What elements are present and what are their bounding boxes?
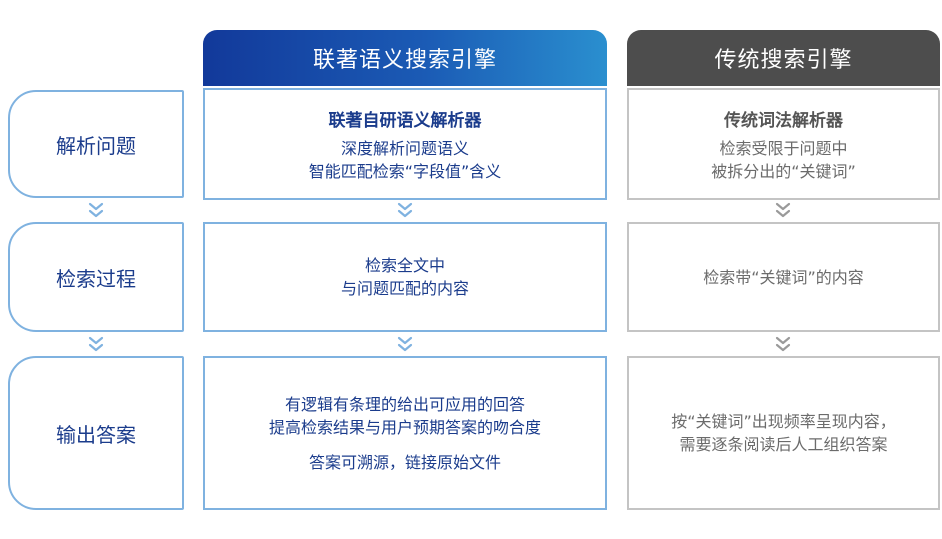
step-output-answer: 输出答案 [8, 356, 184, 510]
lianzhu-parse-line: 智能匹配检索“字段值”含义 [308, 161, 502, 181]
lianzhu-parse-title: 联著自研语义解析器 [328, 110, 482, 131]
traditional-engine-header: 传统搜索引擎 [627, 30, 940, 86]
chevron-down-icon [88, 202, 104, 218]
traditional-search-line: 检索带“关键词”的内容 [703, 267, 864, 287]
traditional-search-box: 检索带“关键词”的内容 [627, 222, 940, 332]
traditional-parse-title: 传统词法解析器 [724, 110, 843, 131]
step-search-process: 检索过程 [8, 222, 184, 332]
lianzhu-search-line: 与问题匹配的内容 [340, 279, 469, 298]
traditional-parse-line: 检索受限于问题中 [719, 138, 848, 158]
traditional-output-box: 按“关键词”出现频率呈现内容， 需要逐条阅读后人工组织答案 [627, 356, 940, 510]
traditional-parse-box: 传统词法解析器 检索受限于问题中 被拆分出的“关键词” [627, 88, 940, 200]
lianzhu-output-line: 有逻辑有条理的给出可应用的回答 [284, 394, 525, 414]
traditional-output-line: 需要逐条阅读后人工组织答案 [679, 435, 888, 454]
lianzhu-output-box: 有逻辑有条理的给出可应用的回答 提高检索结果与用户预期答案的吻合度 答案可溯源，… [203, 356, 607, 510]
step-search-process-label: 检索过程 [56, 266, 136, 291]
lianzhu-parse-box: 联著自研语义解析器 深度解析问题语义 智能匹配检索“字段值”含义 [203, 88, 607, 200]
chevron-down-icon [397, 202, 413, 218]
step-parse-question-label: 解析问题 [56, 133, 136, 158]
traditional-output-line: 按“关键词”出现频率呈现内容， [671, 412, 896, 431]
lianzhu-parse-line: 深度解析问题语义 [340, 138, 469, 158]
chevron-down-icon [775, 336, 791, 352]
step-parse-question: 解析问题 [8, 90, 184, 198]
lianzhu-engine-header: 联著语义搜索引擎 [203, 30, 607, 86]
lianzhu-search-box: 检索全文中 与问题匹配的内容 [203, 222, 607, 332]
traditional-engine-header-label: 传统搜索引擎 [714, 48, 853, 73]
traditional-parse-line: 被拆分出的“关键词” [711, 161, 856, 181]
chevron-down-icon [775, 202, 791, 218]
lianzhu-output-traceable: 答案可溯源，链接原始文件 [308, 452, 501, 472]
lianzhu-search-line: 检索全文中 [364, 256, 445, 275]
lianzhu-engine-header-label: 联著语义搜索引擎 [312, 48, 497, 73]
step-output-answer-label: 输出答案 [56, 422, 136, 447]
chevron-down-icon [397, 336, 413, 352]
chevron-down-icon [88, 336, 104, 352]
lianzhu-output-line: 提高检索结果与用户预期答案的吻合度 [268, 417, 541, 437]
